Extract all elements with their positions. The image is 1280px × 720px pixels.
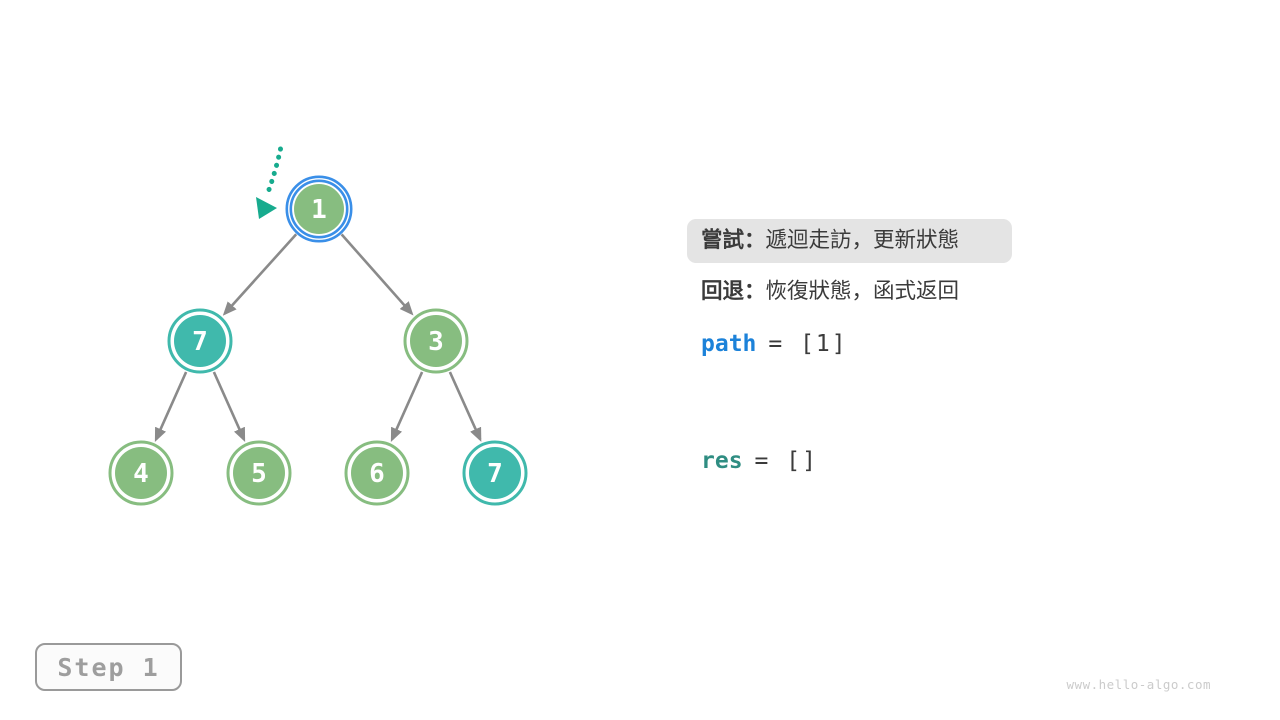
path-variable-name: path (701, 331, 757, 357)
pointer-dotted-trail (266, 146, 283, 194)
back-text: 恢復狀態，函式返回 (765, 279, 960, 305)
tree-node-6: 6 (344, 440, 410, 506)
res-variable-name: res (701, 448, 743, 474)
watermark: www.hello-algo.com (1067, 677, 1211, 692)
pointer-arrowhead-icon (256, 197, 277, 219)
tree-node-4: 4 (108, 440, 174, 506)
edge-3-to-7 (448, 371, 482, 442)
step-badge: Step 1 (35, 643, 182, 691)
try-text: 遞迴走訪，更新狀態 (765, 228, 960, 254)
edge-1-to-7 (222, 233, 298, 316)
path-variable-value: = [1] (768, 331, 848, 357)
res-variable-value: = [] (754, 448, 818, 474)
edge-7-to-5 (212, 371, 246, 442)
step-badge-label: Step 1 (57, 652, 160, 682)
res-state-line: res = [] (701, 439, 818, 483)
path-state-line: path = [1] (701, 322, 848, 366)
node-value: 6 (369, 459, 385, 489)
tree-node-7-left: 7 (167, 308, 233, 374)
tree-edges (154, 233, 482, 442)
node-value: 1 (311, 195, 327, 225)
visit-pointer (256, 146, 283, 219)
tree-node-3: 3 (403, 308, 469, 374)
edge-3-to-6 (390, 371, 424, 442)
back-line: 回退：恢復狀態，函式返回 (701, 270, 959, 314)
node-value: 4 (133, 459, 149, 489)
edge-7-to-4 (154, 371, 188, 442)
back-label: 回退： (701, 279, 766, 305)
node-value: 3 (428, 327, 444, 357)
node-value: 7 (487, 459, 503, 489)
try-callout: 嘗試：遞迴走訪，更新狀態 (687, 219, 1012, 263)
node-value: 5 (251, 459, 267, 489)
tree-node-7-right: 7 (462, 440, 528, 506)
edge-1-to-3 (340, 233, 414, 316)
binary-tree-diagram: 1 7 3 4 5 6 (108, 146, 528, 506)
tree-node-5: 5 (226, 440, 292, 506)
node-value: 7 (192, 327, 208, 357)
try-label: 嘗試： (701, 228, 766, 254)
watermark-text: www.hello-algo.com (1066, 677, 1211, 692)
tree-node-1: 1 (285, 175, 353, 243)
